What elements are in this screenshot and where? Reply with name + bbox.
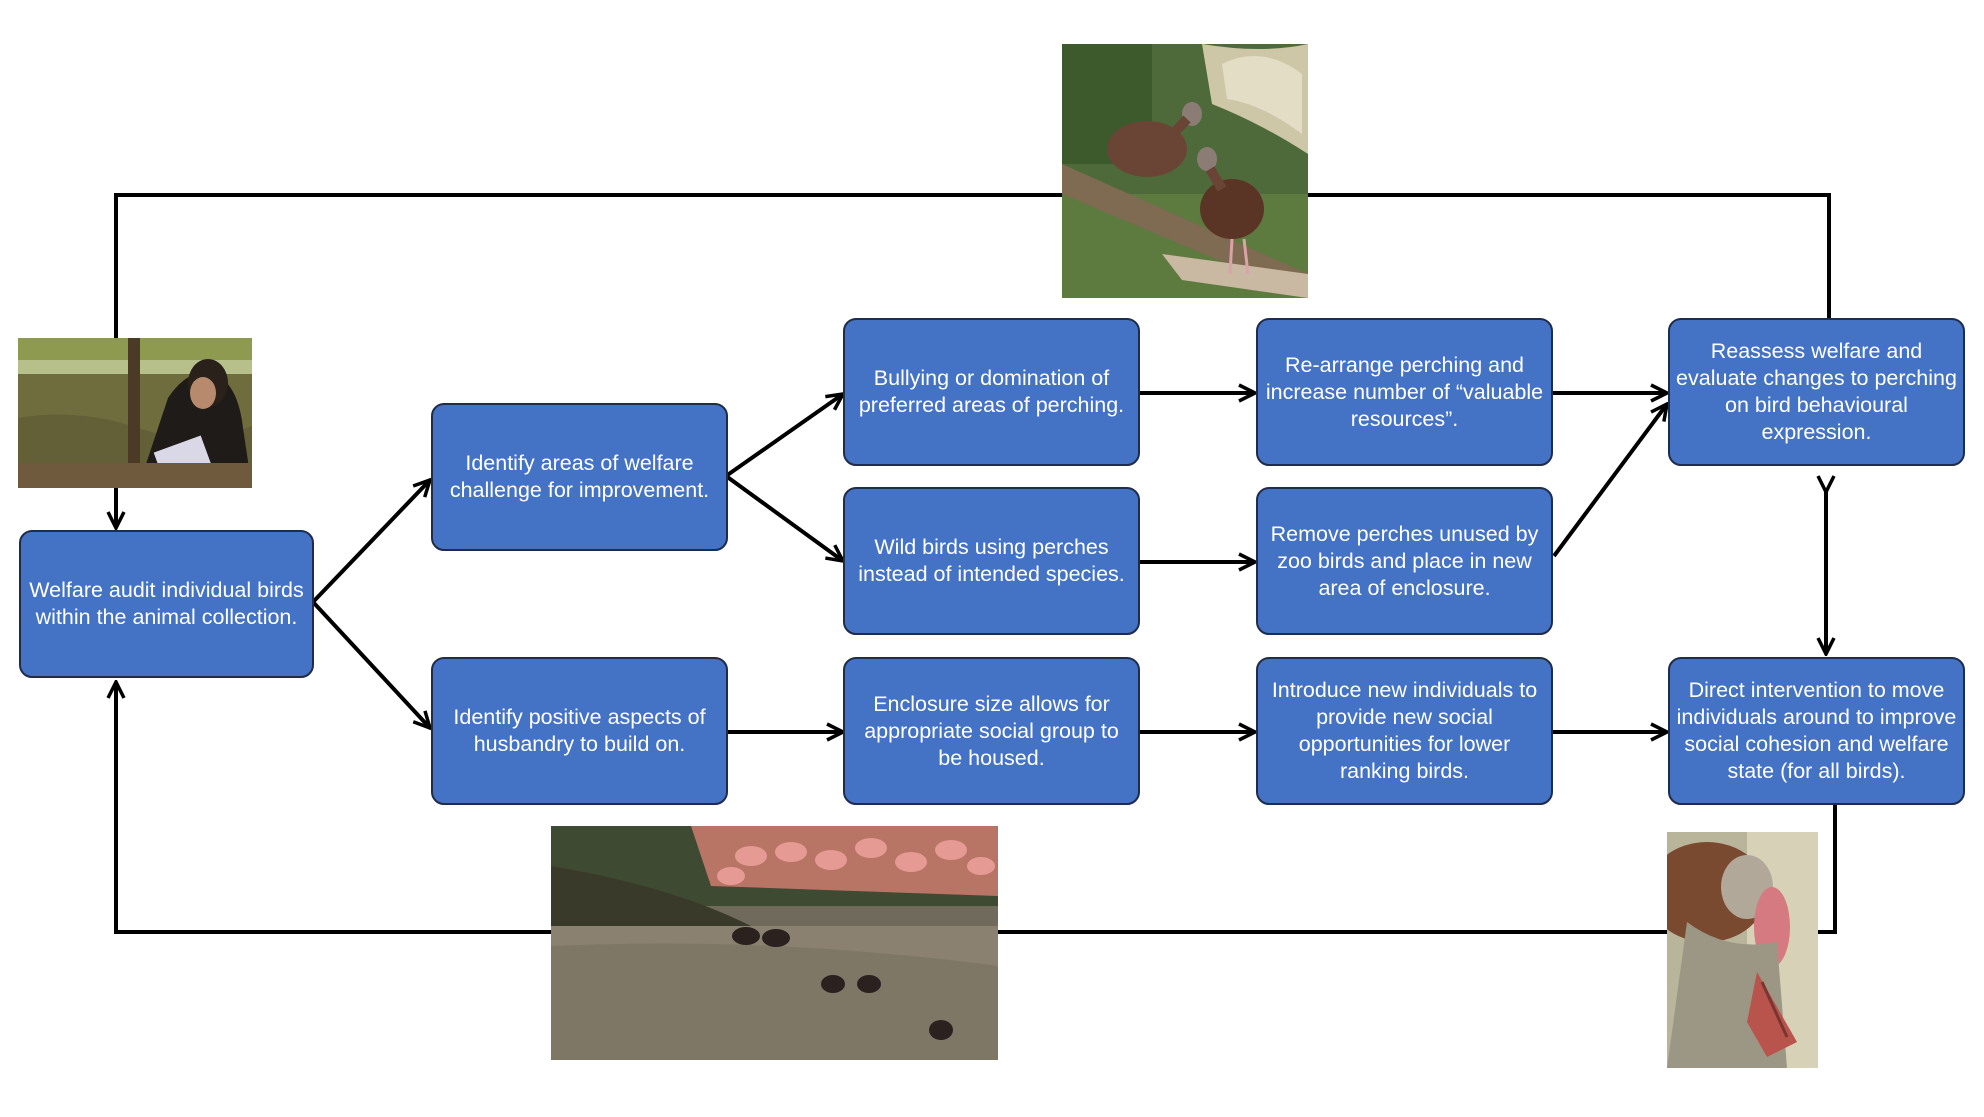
box-wild-birds-text: Wild birds using perches instead of inte… [858, 535, 1125, 586]
arrow-remove-to-reassess [1552, 404, 1667, 558]
box-welfare-audit-text: Welfare audit individual birds within th… [29, 578, 304, 629]
arrow-challenges-to-bullying [724, 394, 843, 478]
box-wild-birds: Wild birds using perches instead of inte… [843, 487, 1140, 635]
box-enclosure-size-text: Enclosure size allows for appropriate so… [864, 691, 1119, 770]
photo-whistling-ducks-on-branch [1062, 44, 1308, 298]
box-bullying-text: Bullying or domination of preferred area… [858, 366, 1125, 417]
box-identify-positive: Identify positive aspects of husbandry t… [431, 657, 728, 805]
box-welfare-audit: Welfare audit individual birds within th… [19, 530, 314, 678]
photo-duck-held-by-hand [1667, 832, 1818, 1068]
box-introduce-individuals: Introduce new individuals to provide new… [1256, 657, 1553, 805]
box-remove-perches: Remove perches unused by zoo birds and p… [1256, 487, 1553, 635]
arrow-audit-to-challenges [311, 480, 430, 604]
arrow-audit-to-positive [311, 600, 430, 728]
box-direct-intervention: Direct intervention to move individuals … [1668, 657, 1965, 805]
box-identify-positive-text: Identify positive aspects of husbandry t… [453, 705, 706, 756]
box-rearrange-perching: Re-arrange perching and increase number … [1256, 318, 1553, 466]
box-enclosure-size: Enclosure size allows for appropriate so… [843, 657, 1140, 805]
box-bullying: Bullying or domination of preferred area… [843, 318, 1140, 466]
box-reassess-welfare-text: Reassess welfare and evaluate changes to… [1676, 339, 1957, 444]
box-identify-challenges: Identify areas of welfare challenge for … [431, 403, 728, 551]
arrow-challenges-to-wild [724, 474, 843, 561]
photo-keeper-with-clipboard [18, 338, 252, 488]
box-remove-perches-text: Remove perches unused by zoo birds and p… [1270, 521, 1539, 600]
box-introduce-individuals-text: Introduce new individuals to provide new… [1271, 678, 1538, 783]
box-identify-challenges-text: Identify areas of welfare challenge for … [449, 451, 710, 502]
box-reassess-welfare: Reassess welfare and evaluate changes to… [1668, 318, 1965, 466]
box-rearrange-perching-text: Re-arrange perching and increase number … [1265, 352, 1544, 431]
box-direct-intervention-text: Direct intervention to move individuals … [1676, 678, 1957, 783]
photo-flamingos-and-ducks-in-water [551, 826, 998, 1060]
